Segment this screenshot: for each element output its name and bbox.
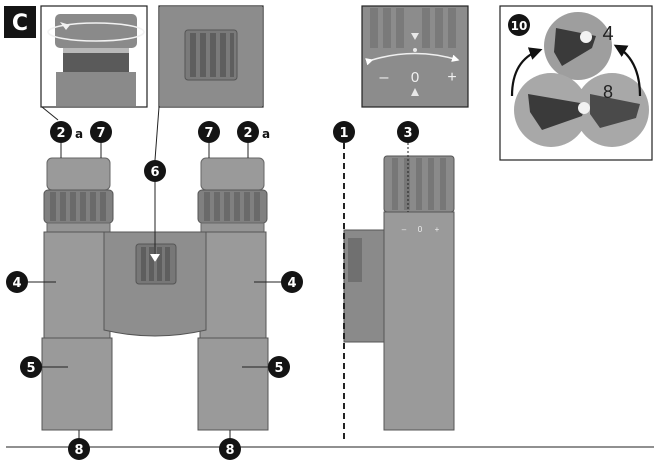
callout-2a-right: 2 a [237,121,270,143]
svg-text:2: 2 [243,126,252,141]
callout-5-right: 5 [268,356,290,378]
svg-text:C: C [12,11,28,36]
curved-arrow-icon [510,44,642,97]
svg-text:4: 4 [287,276,296,291]
callout-2a-left: 2 a [50,121,83,143]
svg-text:8: 8 [74,443,83,458]
binocular-side-view: – 0 + [343,155,455,431]
section-label: C [4,6,36,38]
callout-4-left: 4 [6,271,28,293]
svg-text:+: + [435,225,440,234]
inset-focus-image: 4 8 10 [499,5,653,161]
scale-zero: 0 [411,69,419,86]
callout-8-right: 8 [219,438,241,460]
pointer-arrow-icon [150,254,160,262]
double-arrow-icon [365,52,460,66]
callout-4-right: 4 [281,271,303,293]
svg-text:a: a [262,127,270,141]
leader-lines [28,143,409,441]
callout-3: 3 [397,121,419,143]
svg-text:–: – [402,225,407,234]
binocular-front-view [41,157,269,431]
svg-text:5: 5 [274,361,283,376]
scale-plus: + [447,69,456,86]
svg-text:4: 4 [12,276,21,291]
focus-digit-bottom: 8 [603,82,613,102]
svg-text:5: 5 [26,361,35,376]
svg-text:7: 7 [204,126,213,141]
svg-text:7: 7 [96,126,105,141]
callout-7-right: 7 [198,121,220,143]
rotate-arrow-icon [47,22,145,42]
callout-8-left: 8 [68,438,90,460]
callout-10: 10 [508,14,530,36]
svg-text:1: 1 [339,126,348,141]
inset-diopter-scale: – 0 + [361,5,469,108]
svg-text:3: 3 [403,126,412,141]
inset-eyepiece [40,5,148,108]
svg-text:0: 0 [418,225,423,234]
callout-6: 6 [144,160,166,182]
svg-text:10: 10 [511,19,528,33]
callout-5-left: 5 [20,356,42,378]
svg-text:6: 6 [150,165,159,180]
callout-1: 1 [333,121,355,143]
svg-text:2: 2 [56,126,65,141]
inset-focus-wheel [158,5,264,108]
svg-text:a: a [75,127,83,141]
focus-digit-top: 4 [602,23,613,45]
callout-7-left: 7 [90,121,112,143]
scale-minus: – [380,69,389,86]
svg-text:8: 8 [225,443,234,458]
